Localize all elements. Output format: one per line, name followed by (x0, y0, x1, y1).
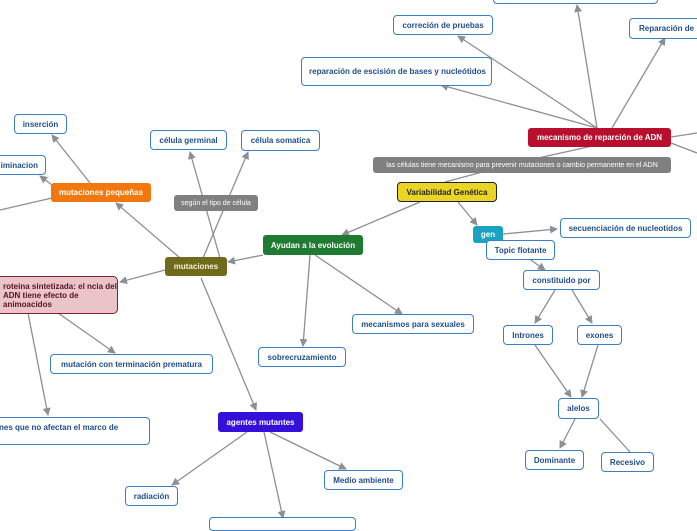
edge-mecanismo-reparacion (611, 37, 666, 129)
node-proteina-sintetizada[interactable]: roteina sintetizada: el ncia del ADN tie… (0, 276, 118, 314)
node-topic-flotante[interactable]: Topic flotante (486, 240, 555, 260)
top-node[interactable] (493, 0, 658, 4)
edge-agentes-bottom (263, 431, 286, 519)
node-medio-ambiente[interactable]: Medio ambiente (324, 470, 403, 490)
edge-ayudan-mutaciones (227, 254, 264, 265)
node-secuenciacion-nucleotidos[interactable]: secuenciación de nucleotidos (560, 218, 691, 238)
connector-lines (0, 4, 697, 519)
node-exones[interactable]: exones (577, 325, 622, 345)
node-agentes-mutantes[interactable]: agentes mutantes (218, 412, 303, 432)
edge-exones-alelos (580, 344, 599, 398)
edge-mecanismo-top (574, 4, 598, 129)
label-tipo-celula: según el tipo de célula (174, 195, 258, 211)
node-celula-somatica[interactable]: célula somatica (241, 130, 320, 151)
edge-alelos-dominante (559, 418, 576, 449)
edge-topic-constituido (527, 257, 546, 271)
edge-mecanismo-right2 (670, 142, 697, 154)
edge-constituido-intrones (534, 289, 556, 324)
node-eliminacion[interactable]: eliminacion (0, 155, 46, 175)
node-variabilidad-genetica[interactable]: Variabilidad Genética (397, 182, 497, 202)
edge-mutaciones-proteina (119, 269, 166, 285)
edge-proteina-terminacion (57, 312, 116, 354)
node-gen[interactable]: gen (473, 226, 503, 243)
edge-ayudan-sexuales (314, 254, 403, 315)
node-correcion-de-pruebas[interactable]: correción de pruebas (393, 15, 493, 35)
edge-alelos-recesivo (599, 418, 631, 453)
edge-mecanismo-escision (440, 83, 598, 129)
edge-mecanismo-right (670, 132, 697, 138)
edge-mutaciones-agentes (200, 277, 257, 411)
node-terminacion-prematura[interactable]: mutación con terminación prematura (50, 354, 213, 374)
edge-proteina-noafectan (27, 312, 51, 416)
node-constituido-por[interactable]: constituido por (523, 270, 600, 290)
label-celulas-mecanismo: las células tiene mecanismo para preveni… (373, 157, 671, 173)
node-mecanismo-reparacion[interactable]: mecanismo de reparción de ADN (528, 128, 671, 147)
edge-ayudan-sobrecruzamiento (299, 254, 311, 347)
edge-constituido-exones (571, 289, 593, 324)
node-reparacion-escision[interactable]: reparación de escisión de bases y nucleó… (301, 57, 492, 86)
node-mutaciones-pequenas[interactable]: mutaciones pequeñas (51, 183, 151, 202)
node-ayudan-evolucion[interactable]: Ayudan a la evolución (263, 235, 363, 255)
edge-intrones-alelos (534, 344, 572, 398)
node-radiacion[interactable]: radiación (125, 486, 178, 506)
edge-mutaciones-pequenas (115, 202, 181, 259)
node-mecanismos-sexuales[interactable]: mecanismos para sexuales (352, 314, 474, 334)
node-mutaciones[interactable]: mutaciones (165, 257, 227, 276)
node-celula-germinal[interactable]: célula germinal (150, 130, 227, 150)
node-alelos[interactable]: alelos (558, 398, 599, 419)
node-reparacion-de[interactable]: Reparación de (629, 18, 697, 39)
edge-pequenas-left (0, 197, 53, 211)
edge-gen-secuenciacion (502, 225, 558, 235)
edge-variabilidad-gen (457, 201, 478, 226)
node-intrones[interactable]: Intrones (503, 325, 553, 345)
edge-mecanismo-correcion (457, 35, 598, 129)
node-no-afectan-marco[interactable]: nes que no afectan el marco de (0, 417, 150, 445)
bottom-node[interactable] (209, 517, 356, 531)
edge-pequenas-insercion (51, 134, 91, 184)
edge-variabilidad-ayudan (341, 201, 421, 236)
node-recesivo[interactable]: Recesivo (601, 452, 654, 472)
node-sobrecruzamiento[interactable]: sobrecruzamiento (258, 347, 346, 367)
node-insercion[interactable]: inserción (14, 114, 67, 134)
edge-agentes-radiacion (171, 431, 248, 486)
node-dominante[interactable]: Dominante (525, 450, 584, 470)
edge-pequenas-eliminacion (39, 175, 53, 186)
edge-agentes-medio (269, 431, 347, 470)
